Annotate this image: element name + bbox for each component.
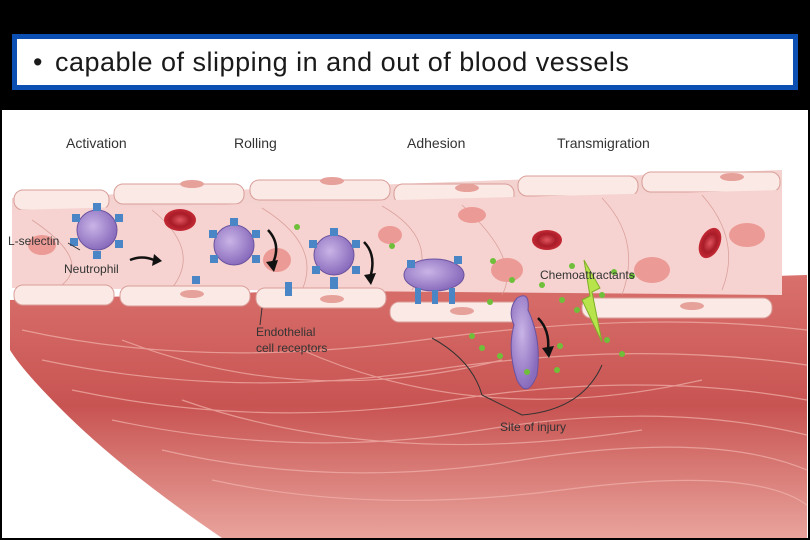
stage-rolling: Rolling <box>234 135 277 151</box>
injury-pointer <box>431 337 523 416</box>
neutrophil-adhesion <box>403 256 465 304</box>
neutrophil-rolling-1 <box>209 218 260 266</box>
receptor-pointer <box>259 307 263 326</box>
chemoattractant-gradient-bolt <box>581 259 603 343</box>
arrow-heads <box>152 254 554 358</box>
label-chemoattractants: Chemoattractants <box>540 268 635 282</box>
title-text: capable of slipping in and out of blood … <box>54 46 630 77</box>
endothelial-receptors <box>192 276 292 296</box>
label-endothelial-1: Endothelial <box>256 325 316 339</box>
label-neutrophil: Neutrophil <box>64 262 119 276</box>
label-endothelial-2: cell receptors <box>256 341 328 355</box>
slide-title: • capable of slipping in and out of bloo… <box>17 39 793 85</box>
neutrophil-transmigration <box>510 295 539 390</box>
red-blood-cells <box>164 209 722 259</box>
injury-pointer-2 <box>521 364 603 416</box>
l-selectin-pointer <box>67 242 81 251</box>
slide-title-box: • capable of slipping in and out of bloo… <box>12 34 798 90</box>
chemoattractant-dots <box>294 224 635 375</box>
neutrophil-activation <box>70 203 123 259</box>
stage-activation: Activation <box>66 135 127 151</box>
stage-transmigration: Transmigration <box>557 135 650 151</box>
diagram-artwork <box>10 170 808 538</box>
stage-adhesion: Adhesion <box>407 135 466 151</box>
title-bullet: • <box>33 46 43 77</box>
label-site-of-injury: Site of injury <box>500 420 567 434</box>
label-l-selectin: L-selectin <box>8 234 60 248</box>
leukocyte-extravasation-diagram: Activation Rolling Adhesion Transmigrati… <box>2 110 808 538</box>
neutrophil-rolling-2 <box>309 228 360 289</box>
